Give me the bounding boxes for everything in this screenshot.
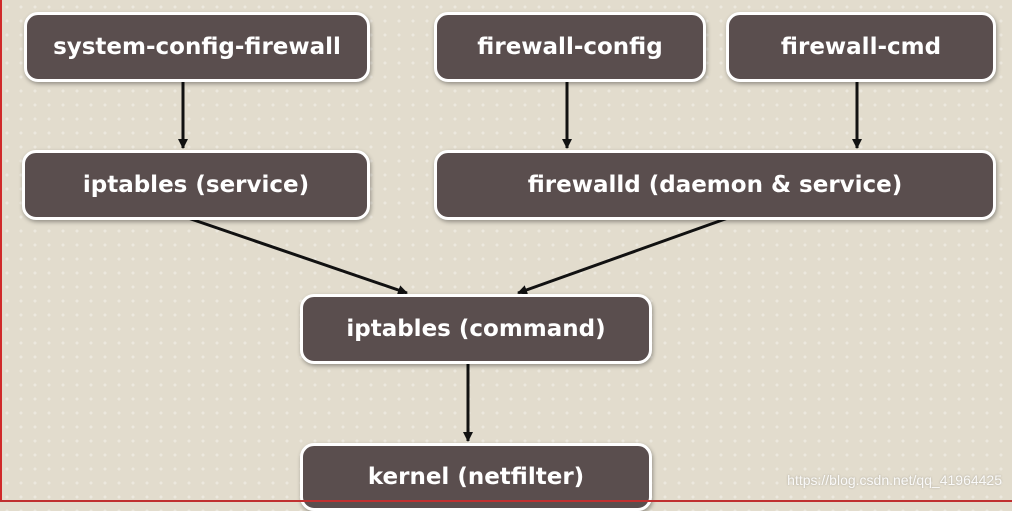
node-firewall-cmd: firewall-cmd <box>726 12 996 82</box>
node-iptables-service: iptables (service) <box>22 150 370 220</box>
bottom-edge-line <box>0 500 1012 502</box>
arrow-iptables-service-to-iptables-command <box>187 216 408 295</box>
node-system-config-firewall: system-config-firewall <box>24 12 370 82</box>
watermark-url: https://blog.csdn.net/qq_41964425 <box>787 472 1002 488</box>
node-firewalld-daemon-service: firewalld (daemon & service) <box>434 150 996 220</box>
left-edge-line <box>0 0 2 502</box>
node-iptables-command: iptables (command) <box>300 294 652 364</box>
arrow-firewalld-to-iptables-command <box>517 216 729 295</box>
node-firewall-config: firewall-config <box>434 12 706 82</box>
